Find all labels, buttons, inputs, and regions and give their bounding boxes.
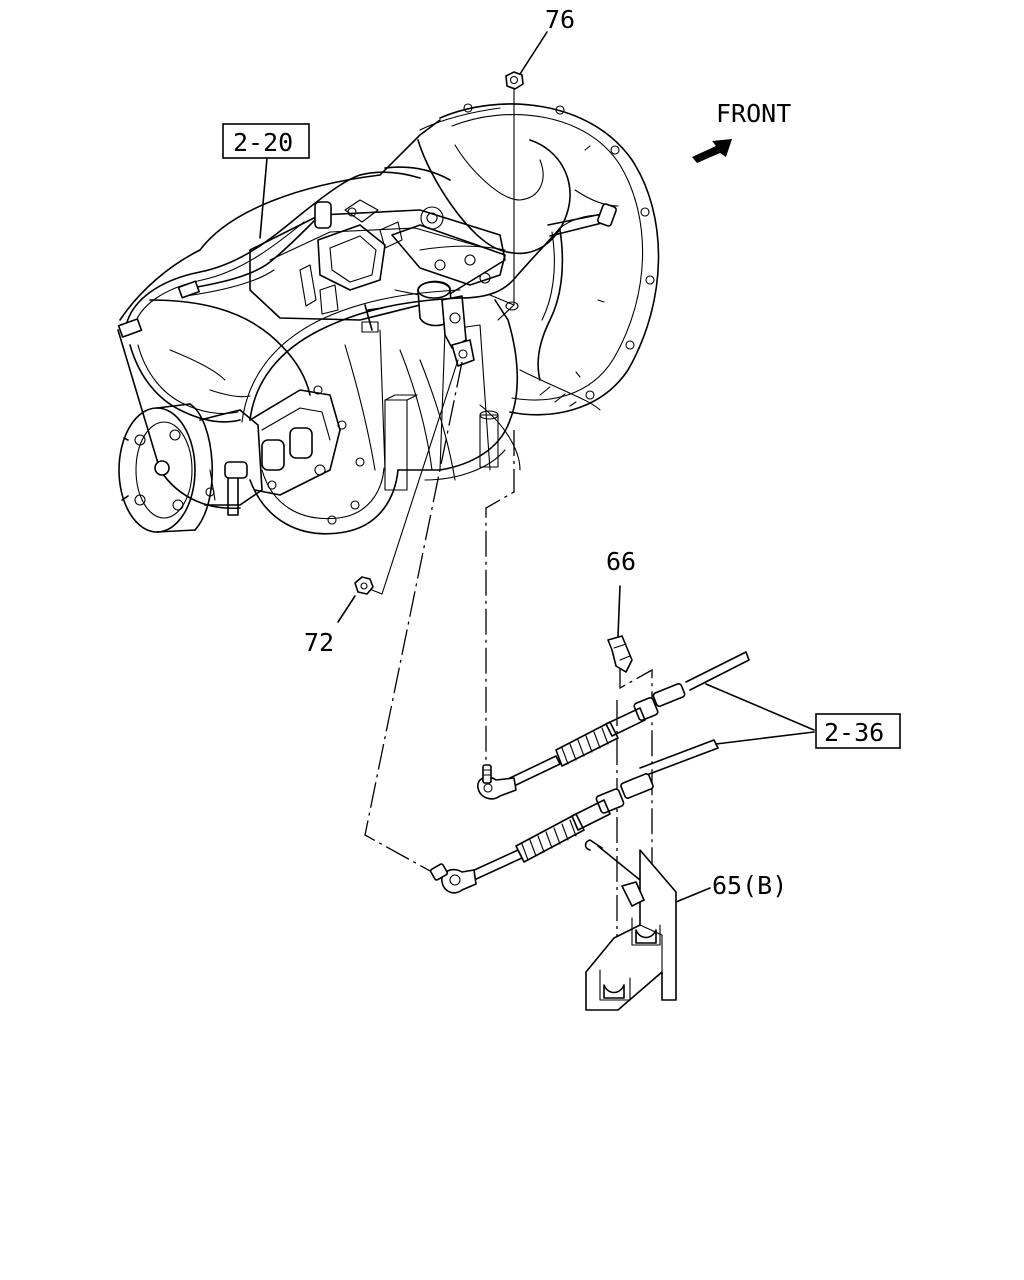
wiring-harness [117, 166, 617, 423]
lower-cable-rod-end [429, 863, 477, 894]
ref-2-20-label: 2-20 [233, 128, 293, 157]
clip-icon [607, 635, 633, 673]
extension-housing [249, 389, 341, 496]
front-label: FRONT [716, 99, 791, 128]
callout-2-20: 2-20 [222, 123, 310, 239]
nut-icon [354, 576, 374, 595]
part-72-label: 72 [304, 628, 334, 657]
upper-cable-boot [555, 721, 619, 767]
part-66: 66 [606, 547, 636, 673]
front-indicator: FRONT [692, 99, 791, 163]
part-65b: 65(B) [584, 839, 787, 1011]
transmission-assembly [117, 103, 660, 535]
part-65b-label: 65(B) [712, 871, 787, 900]
upper-cable-rod-end [477, 764, 517, 800]
output-flange [118, 403, 263, 533]
shift-tower [249, 199, 506, 333]
front-arrow-icon [692, 139, 732, 163]
shift-cable-upper [477, 651, 750, 800]
nut-icon [505, 71, 524, 90]
shift-cable-lower [429, 739, 719, 894]
transmission-case [117, 119, 601, 535]
bracket-icon [584, 839, 677, 1011]
part-76: 76 [489, 5, 575, 321]
leader-lines [364, 361, 653, 1000]
part-72: 72 [304, 359, 459, 657]
ref-2-36-label: 2-36 [824, 718, 884, 747]
part-76-label: 76 [545, 5, 575, 34]
callout-2-36: 2-36 [705, 683, 901, 749]
part-66-label: 66 [606, 547, 636, 576]
shift-lever-housing [417, 280, 475, 367]
